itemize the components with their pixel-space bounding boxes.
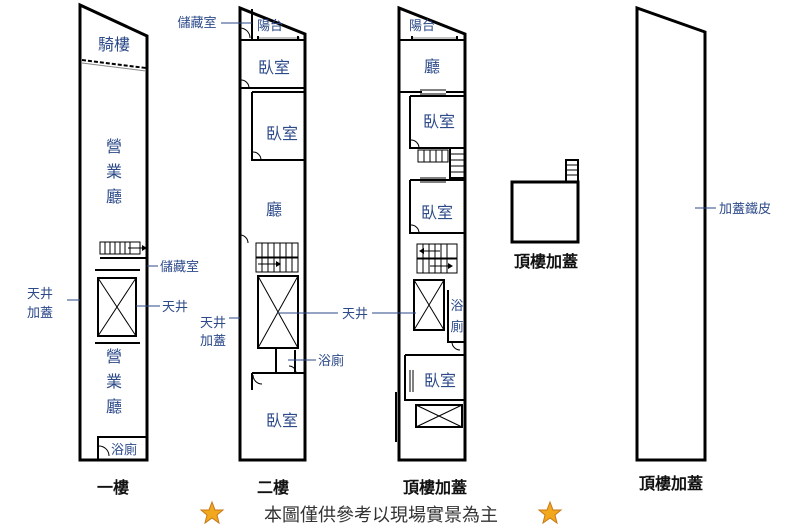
floor2-bedroom2-label: 臥室 <box>266 124 298 143</box>
floor1-storage-label: 儲藏室 <box>160 259 199 275</box>
footer-note: 本圖僅供參考以現場實景為主 <box>199 500 563 526</box>
floor3-stairs <box>416 243 458 274</box>
floor2-hall-label: 廳 <box>266 200 282 219</box>
star-icon <box>199 500 225 525</box>
floor3-stairs-small <box>417 147 466 179</box>
floor1-hall-bottom-label: 營業廳 <box>106 347 122 416</box>
floor2-lightwell-cover-line2: 加蓋 <box>200 334 226 349</box>
floor3-title: 頂樓加蓋 <box>403 478 467 497</box>
floor1-title: 一樓 <box>97 478 129 497</box>
floor1-lightwell-label: 天井 <box>162 300 188 315</box>
floor3-plan: 陽台 廳 臥室 臥室 浴 廁 臥室 頂樓加蓋 <box>395 5 467 497</box>
floor3-balcony-label: 陽台 <box>409 19 435 34</box>
roof-large-title: 頂樓加蓋 <box>639 474 703 493</box>
floor1-hall-top-text: 營業廳 <box>106 137 122 206</box>
floor2-plan: 陽台 臥室 臥室 廳 臥室 二樓 <box>238 5 307 497</box>
roof-large-plan: 加蓋鐵皮 頂樓加蓋 <box>635 5 771 493</box>
floor1-lightwell <box>95 269 140 344</box>
floor2-balcony-label: 陽台 <box>257 19 283 34</box>
floor2-callouts: 儲藏室 天井 加蓋 浴廁 <box>177 15 344 369</box>
floor2-bedroom3-label: 臥室 <box>266 411 298 430</box>
bath-label: 浴廁 <box>111 442 137 458</box>
roof-small-plan: 頂樓加蓋 <box>510 159 580 271</box>
floor2-lightwell-cover-line1: 天井 <box>200 316 226 331</box>
floor3-lightwell-label: 天井 <box>342 307 368 322</box>
floor3-bottom-box <box>415 404 463 428</box>
iron-roof-label: 加蓋鐵皮 <box>719 201 771 217</box>
floor2-outline <box>238 5 307 462</box>
floor3-lightwell <box>413 279 445 331</box>
floor1-lightwell-cover-line1: 天井 <box>27 287 53 302</box>
floor1-stairs <box>99 241 147 255</box>
footer-note-text: 本圖僅供參考以現場實景為主 <box>264 505 498 526</box>
floor1-outline <box>78 2 149 462</box>
floor1-callouts: 儲藏室 天井 天井 加蓋 <box>27 259 199 321</box>
floor3-bath-line2: 廁 <box>450 319 463 335</box>
floor3-outline <box>397 5 467 462</box>
floor3-bedroom3-label: 臥室 <box>424 371 456 390</box>
arcade-label: 騎樓 <box>98 35 130 54</box>
floor2-storage-label: 儲藏室 <box>177 15 216 31</box>
floor2-bath-label: 浴廁 <box>318 353 344 369</box>
floor1-lightwell-cover-line2: 加蓋 <box>27 306 53 321</box>
floor2-stairs <box>255 242 299 273</box>
floor3-bedroom2-label: 臥室 <box>421 203 453 222</box>
floor2-lightwell <box>257 275 299 349</box>
floor1-hall-bottom-text: 營業廳 <box>106 347 122 416</box>
floor3-hall-label: 廳 <box>424 57 440 76</box>
floor2-bedroom1-label: 臥室 <box>258 58 290 77</box>
roof-small-title: 頂樓加蓋 <box>514 252 578 271</box>
star-icon <box>537 500 563 525</box>
floor1-plan: 騎樓 浴廁 一樓 <box>78 2 149 497</box>
floor3-bath-line1: 浴 <box>450 299 463 314</box>
floor1-hall-top-label: 營業廳 <box>106 137 122 206</box>
floor1-bath-walls <box>97 436 147 460</box>
floor2-title: 二樓 <box>257 478 289 497</box>
floor3-bedroom1-label: 臥室 <box>423 112 455 131</box>
roof-large-outline <box>635 5 707 462</box>
lightwell-callout: 天井 <box>342 307 416 322</box>
